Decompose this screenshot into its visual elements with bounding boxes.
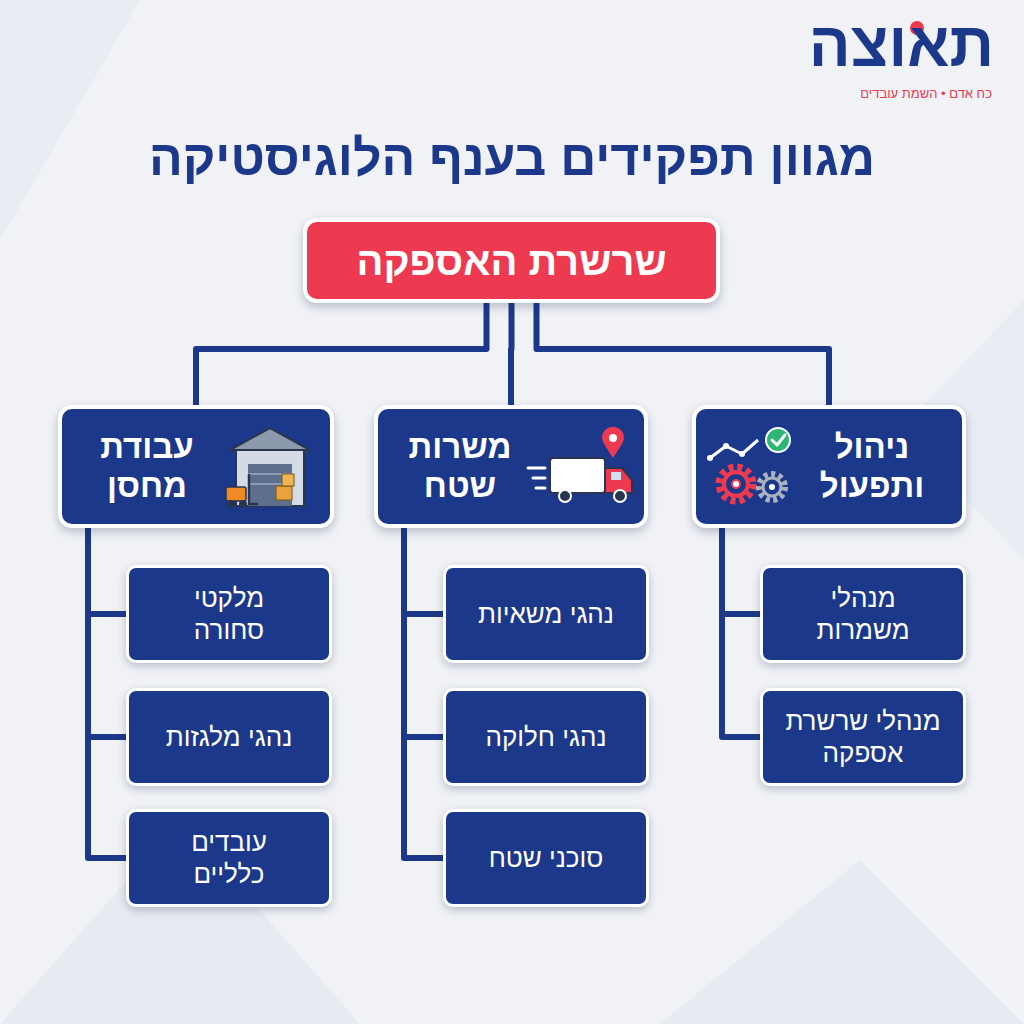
box-label: עובדים כלליים xyxy=(154,826,304,891)
box-label: מנהלי שרשרת אספקה xyxy=(771,705,955,770)
box-label: מנהלי משמרות xyxy=(793,582,933,647)
connector-line xyxy=(404,528,443,858)
connector-line xyxy=(722,528,760,614)
box-label: שרשרת האספקה xyxy=(356,238,666,284)
logo-tagline: כח אדם • השמת עובדים xyxy=(860,86,992,102)
box-label: נהגי מלגזות xyxy=(166,721,293,754)
connector-line xyxy=(88,528,126,614)
connector-line xyxy=(88,528,126,737)
background-triangle xyxy=(660,860,1024,1024)
box-label: סוכני שטח xyxy=(489,842,604,875)
category-box: ניהול ותפעול xyxy=(692,405,966,528)
background-triangle xyxy=(0,0,140,240)
role-box: מנהלי שרשרת אספקה xyxy=(760,688,966,786)
connector-line xyxy=(508,303,515,405)
category-box: משרות שטח xyxy=(374,405,648,528)
role-box: נהגי מלגזות xyxy=(126,688,332,786)
role-box: נהגי משאיות xyxy=(443,565,649,663)
box-label: משרות שטח xyxy=(394,428,526,506)
role-box: מנהלי משמרות xyxy=(760,565,966,663)
connector-line xyxy=(404,528,443,737)
connector-line xyxy=(537,303,830,405)
box-label: נהגי חלוקה xyxy=(485,721,606,754)
role-box: מלקטי סחורה xyxy=(126,565,332,663)
role-box: סוכני שטח xyxy=(443,809,649,907)
diagram-title: מגוון תפקידים בענף הלוגיסטיקה xyxy=(30,128,994,188)
role-box: עובדים כלליים xyxy=(126,809,332,907)
logo-text: תאוצה xyxy=(809,8,994,82)
connector-line xyxy=(404,528,443,614)
role-box: נהגי חלוקה xyxy=(443,688,649,786)
category-box: עבודת מחסן xyxy=(58,405,334,528)
box-label: מלקטי סחורה xyxy=(159,582,299,647)
box-label: נהגי משאיות xyxy=(478,598,614,631)
connector-line xyxy=(88,528,126,858)
connector-line xyxy=(722,528,760,737)
box-label: ניהול ותפעול xyxy=(797,428,947,506)
root-box: שרשרת האספקה xyxy=(303,218,720,303)
connector-line xyxy=(196,303,487,405)
box-label: עבודת מחסן xyxy=(82,428,212,506)
